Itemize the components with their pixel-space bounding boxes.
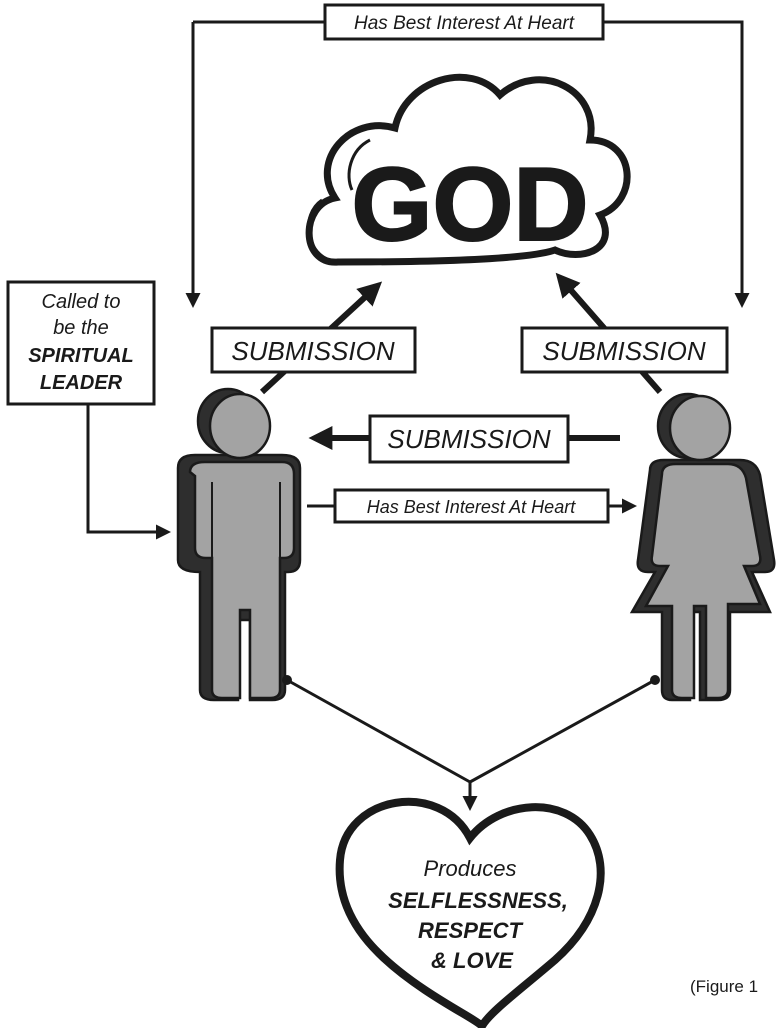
man-icon (176, 387, 302, 702)
top-relation-label: Has Best Interest At Heart (354, 13, 575, 34)
god-label: GOD (352, 147, 589, 263)
husband-relation-box: Has Best Interest At Heart (333, 488, 610, 524)
heart-line3: RESPECT (418, 918, 523, 943)
convergence-lines (282, 675, 660, 811)
heart-line1: Produces (424, 856, 517, 881)
figure-caption: (Figure 1 (690, 977, 758, 996)
woman-icon (629, 392, 776, 702)
top-relation-box: Has Best Interest At Heart (323, 3, 605, 41)
heart-icon (335, 797, 605, 1028)
leader-note-line1: Called to (42, 291, 121, 313)
heart-line4: & LOVE (431, 948, 514, 973)
left-submission-box: SUBMISSION (210, 326, 417, 374)
middle-submission-box: SUBMISSION (368, 414, 570, 464)
leader-connector (86, 404, 171, 540)
leader-note-line4: LEADER (40, 372, 123, 394)
leader-note-line3: SPIRITUAL (28, 345, 134, 367)
leader-note-line2: be the (53, 317, 109, 339)
left-submission-label: SUBMISSION (231, 336, 394, 366)
top-connector (185, 20, 750, 308)
husband-relation-label: Has Best Interest At Heart (367, 497, 576, 517)
right-submission-box: SUBMISSION (520, 326, 729, 374)
middle-submission-label: SUBMISSION (387, 424, 550, 454)
leader-note: Called to be the SPIRITUAL LEADER (6, 280, 156, 406)
cloud-icon (305, 73, 631, 266)
heart-line2: SELFLESSNESS, (388, 888, 568, 913)
right-submission-label: SUBMISSION (542, 336, 705, 366)
